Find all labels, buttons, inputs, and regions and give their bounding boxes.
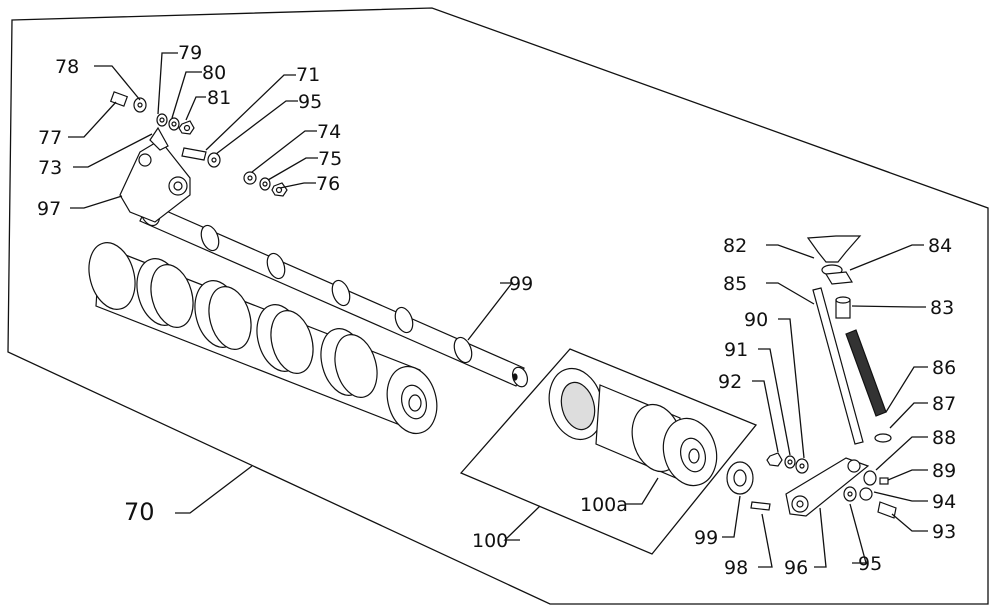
hardware-left [109, 91, 288, 197]
roller-segments [136, 258, 378, 398]
label-85: 85 [723, 273, 747, 295]
label-86: 86 [932, 357, 956, 379]
label-79: 79 [178, 42, 202, 64]
bracket-97 [119, 126, 191, 223]
label-81: 81 [207, 87, 231, 109]
label-78: 78 [55, 56, 79, 78]
label-94: 94 [932, 491, 956, 513]
label-84: 84 [928, 235, 952, 257]
detail-boundary-100 [459, 348, 758, 555]
label-83: 83 [930, 297, 954, 319]
label-88: 88 [932, 427, 956, 449]
label-93: 93 [932, 521, 956, 543]
label-76: 76 [316, 173, 340, 195]
label-80: 80 [202, 62, 226, 84]
label-74: 74 [317, 121, 341, 143]
assembly-boundary [7, 7, 989, 605]
label-73: 73 [38, 157, 62, 179]
label-92: 92 [718, 371, 742, 393]
label-98: 98 [724, 557, 748, 579]
label-96: 96 [784, 557, 808, 579]
roller-insert-100a [548, 367, 718, 487]
label-90: 90 [744, 309, 768, 331]
label-70: 70 [124, 498, 155, 526]
label-100a: 100a [580, 494, 628, 516]
label-75: 75 [318, 148, 342, 170]
label-99-shaft: 99 [509, 273, 533, 295]
label-77: 77 [38, 127, 62, 149]
label-89: 89 [932, 460, 956, 482]
label-91: 91 [724, 339, 748, 361]
label-97: 97 [37, 198, 61, 220]
label-95-top: 95 [298, 91, 322, 113]
leader-lines [68, 52, 928, 568]
label-100: 100 [472, 530, 508, 552]
label-99-washer: 99 [694, 527, 718, 549]
label-95-bottom: 95 [858, 553, 882, 575]
label-87: 87 [932, 393, 956, 415]
label-71: 71 [296, 64, 320, 86]
label-82: 82 [723, 235, 747, 257]
roller-assembly [88, 242, 438, 435]
right-mechanism [726, 235, 897, 519]
part-labels: 78 77 79 80 81 71 95 73 74 75 76 97 99 7… [37, 42, 956, 579]
